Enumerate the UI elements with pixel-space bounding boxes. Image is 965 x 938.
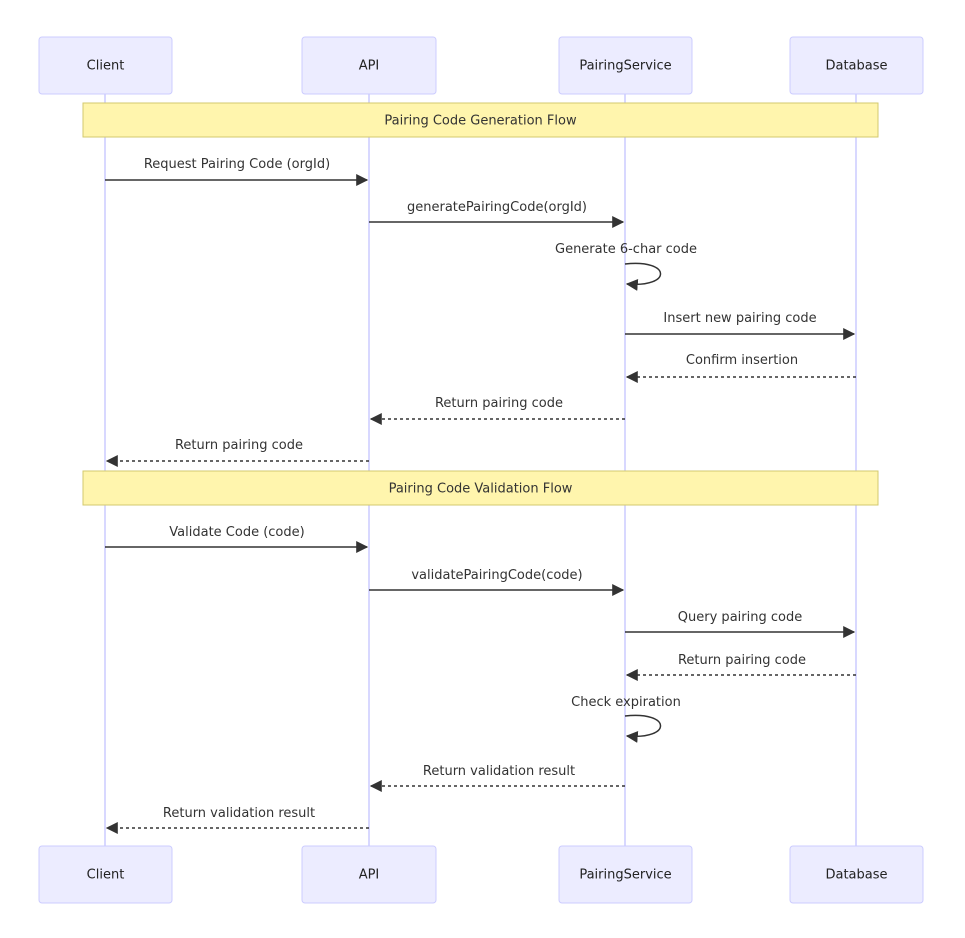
actor-label: API <box>359 868 380 883</box>
message: Return validation result <box>369 764 625 792</box>
message-label: Return validation result <box>423 764 575 779</box>
message-label: Return pairing code <box>175 438 303 453</box>
messages: Request Pairing Code (orgId) generatePai… <box>105 157 856 834</box>
message-label: Return pairing code <box>435 396 563 411</box>
note-generation-flow: Pairing Code Generation Flow <box>82 102 879 138</box>
message: Validate Code (code) <box>105 525 369 553</box>
message-label: validatePairingCode(code) <box>411 568 582 583</box>
lifelines <box>104 94 857 846</box>
self-loop-arrow <box>624 262 662 291</box>
message-label: Insert new pairing code <box>663 311 816 326</box>
message: validatePairingCode(code) <box>369 568 625 596</box>
message: Insert new pairing code <box>625 311 856 340</box>
message-label: Confirm insertion <box>686 353 798 368</box>
note-label: Pairing Code Generation Flow <box>384 114 577 129</box>
message-label: Return validation result <box>163 806 315 821</box>
actor-database-bottom: Database <box>789 845 924 904</box>
note-validation-flow: Pairing Code Validation Flow <box>82 470 879 506</box>
actor-api-bottom: API <box>301 845 437 904</box>
actor-pairingservice-bottom: PairingService <box>558 845 693 904</box>
message: Confirm insertion <box>625 353 856 383</box>
actor-label: Client <box>87 59 125 74</box>
message: Return validation result <box>105 806 369 834</box>
message-label: Return pairing code <box>678 653 806 668</box>
message-self: Generate 6-char code <box>555 242 697 291</box>
actor-label: PairingService <box>579 868 671 883</box>
actors-top: Client API PairingService Database <box>38 36 924 95</box>
actors-bottom: Client API PairingService Database <box>38 845 924 904</box>
message: Query pairing code <box>625 610 856 638</box>
message-label: Request Pairing Code (orgId) <box>144 157 330 172</box>
message-label: Query pairing code <box>678 610 802 625</box>
message: Return pairing code <box>105 438 369 467</box>
message: Return pairing code <box>625 653 856 681</box>
message-label: Generate 6-char code <box>555 242 697 257</box>
actor-label: PairingService <box>579 59 671 74</box>
message: Request Pairing Code (orgId) <box>105 157 369 186</box>
message-label: generatePairingCode(orgId) <box>407 200 587 215</box>
message: generatePairingCode(orgId) <box>369 200 625 228</box>
actor-client-top: Client <box>38 36 173 95</box>
note-label: Pairing Code Validation Flow <box>389 482 573 497</box>
actor-label: API <box>359 59 380 74</box>
actor-client-bottom: Client <box>38 845 173 904</box>
self-loop-arrow <box>624 714 662 743</box>
actor-api-top: API <box>301 36 437 95</box>
message-self: Check expiration <box>571 695 681 743</box>
actor-label: Database <box>825 868 887 883</box>
message: Return pairing code <box>369 396 625 425</box>
message-label: Validate Code (code) <box>169 525 304 540</box>
actor-label: Client <box>87 868 125 883</box>
actor-pairingservice-top: PairingService <box>558 36 693 95</box>
actor-label: Database <box>825 59 887 74</box>
actor-database-top: Database <box>789 36 924 95</box>
message-label: Check expiration <box>571 695 681 710</box>
